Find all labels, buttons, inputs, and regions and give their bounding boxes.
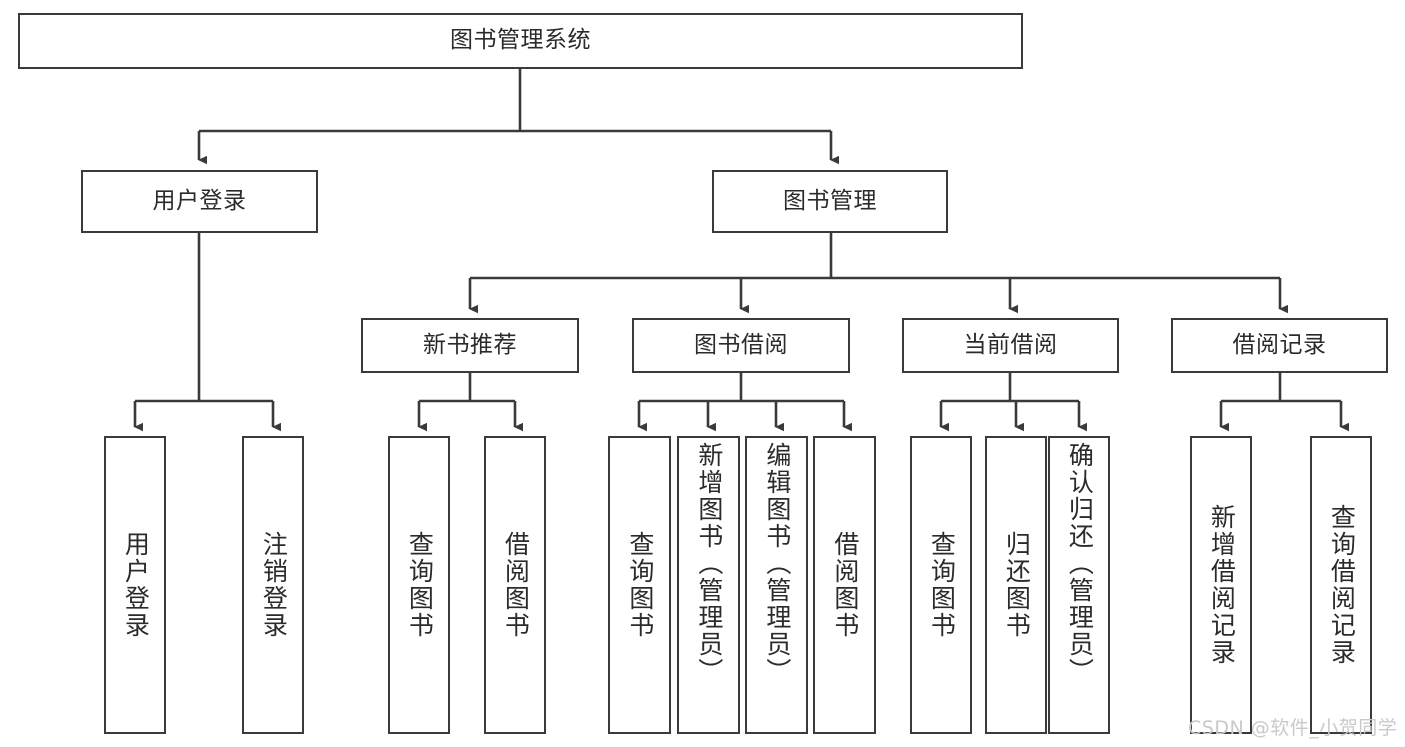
leaf-edit-book-admin-label: 编辑图书（管理员） xyxy=(762,442,792,685)
node-book-management-label: 图书管理 xyxy=(783,187,877,214)
node-book-borrow[interactable]: 图书借阅 xyxy=(632,318,850,373)
node-borrow-record-label: 借阅记录 xyxy=(1232,331,1327,358)
node-new-book-recommend-label: 新书推荐 xyxy=(423,331,517,358)
leaf-confirm-return-admin-label: 确认归还（管理员） xyxy=(1065,442,1095,685)
node-book-borrow-label: 图书借阅 xyxy=(694,331,788,358)
leaf-add-book-admin-label: 新增图书（管理员） xyxy=(694,442,724,685)
leaf-logout[interactable]: 注销登录 xyxy=(242,436,304,734)
leaf-edit-book-admin[interactable]: 编辑图书（管理员） xyxy=(745,436,808,734)
leaf-logout-label: 注销登录 xyxy=(259,531,289,639)
node-current-borrow[interactable]: 当前借阅 xyxy=(902,318,1119,373)
leaf-query-book-current[interactable]: 查询图书 xyxy=(910,436,972,734)
leaf-borrow-book-label: 借阅图书 xyxy=(830,531,860,639)
leaf-query-book-recommend[interactable]: 查询图书 xyxy=(388,436,450,734)
leaf-query-borrow-record-label: 查询借阅记录 xyxy=(1327,504,1357,666)
leaf-user-login[interactable]: 用户登录 xyxy=(104,436,166,734)
leaf-borrow-book[interactable]: 借阅图书 xyxy=(813,436,876,734)
node-new-book-recommend[interactable]: 新书推荐 xyxy=(361,318,579,373)
node-borrow-record[interactable]: 借阅记录 xyxy=(1171,318,1388,373)
node-root-label: 图书管理系统 xyxy=(450,27,591,54)
node-user-login-label: 用户登录 xyxy=(152,187,247,214)
csdn-watermark: CSDN @软件_小贺同学 xyxy=(1188,717,1398,739)
leaf-add-book-admin[interactable]: 新增图书（管理员） xyxy=(677,436,740,734)
leaf-query-borrow-record[interactable]: 查询借阅记录 xyxy=(1310,436,1372,734)
node-book-management[interactable]: 图书管理 xyxy=(712,170,948,233)
leaf-user-login-label: 用户登录 xyxy=(121,531,151,639)
leaf-return-book[interactable]: 归还图书 xyxy=(985,436,1047,734)
leaf-query-book-recommend-label: 查询图书 xyxy=(405,531,435,639)
node-root[interactable]: 图书管理系统 xyxy=(18,13,1023,69)
leaf-confirm-return-admin[interactable]: 确认归还（管理员） xyxy=(1048,436,1110,734)
node-user-login[interactable]: 用户登录 xyxy=(81,170,318,233)
leaf-add-borrow-record-label: 新增借阅记录 xyxy=(1207,504,1237,666)
leaf-borrow-book-recommend[interactable]: 借阅图书 xyxy=(484,436,546,734)
leaf-borrow-book-recommend-label: 借阅图书 xyxy=(501,531,531,639)
leaf-query-book-borrow-label: 查询图书 xyxy=(625,531,655,639)
node-current-borrow-label: 当前借阅 xyxy=(963,331,1058,358)
leaf-return-book-label: 归还图书 xyxy=(1002,531,1032,639)
leaf-add-borrow-record[interactable]: 新增借阅记录 xyxy=(1190,436,1252,734)
leaf-query-book-borrow[interactable]: 查询图书 xyxy=(608,436,671,734)
leaf-query-book-current-label: 查询图书 xyxy=(927,531,957,639)
